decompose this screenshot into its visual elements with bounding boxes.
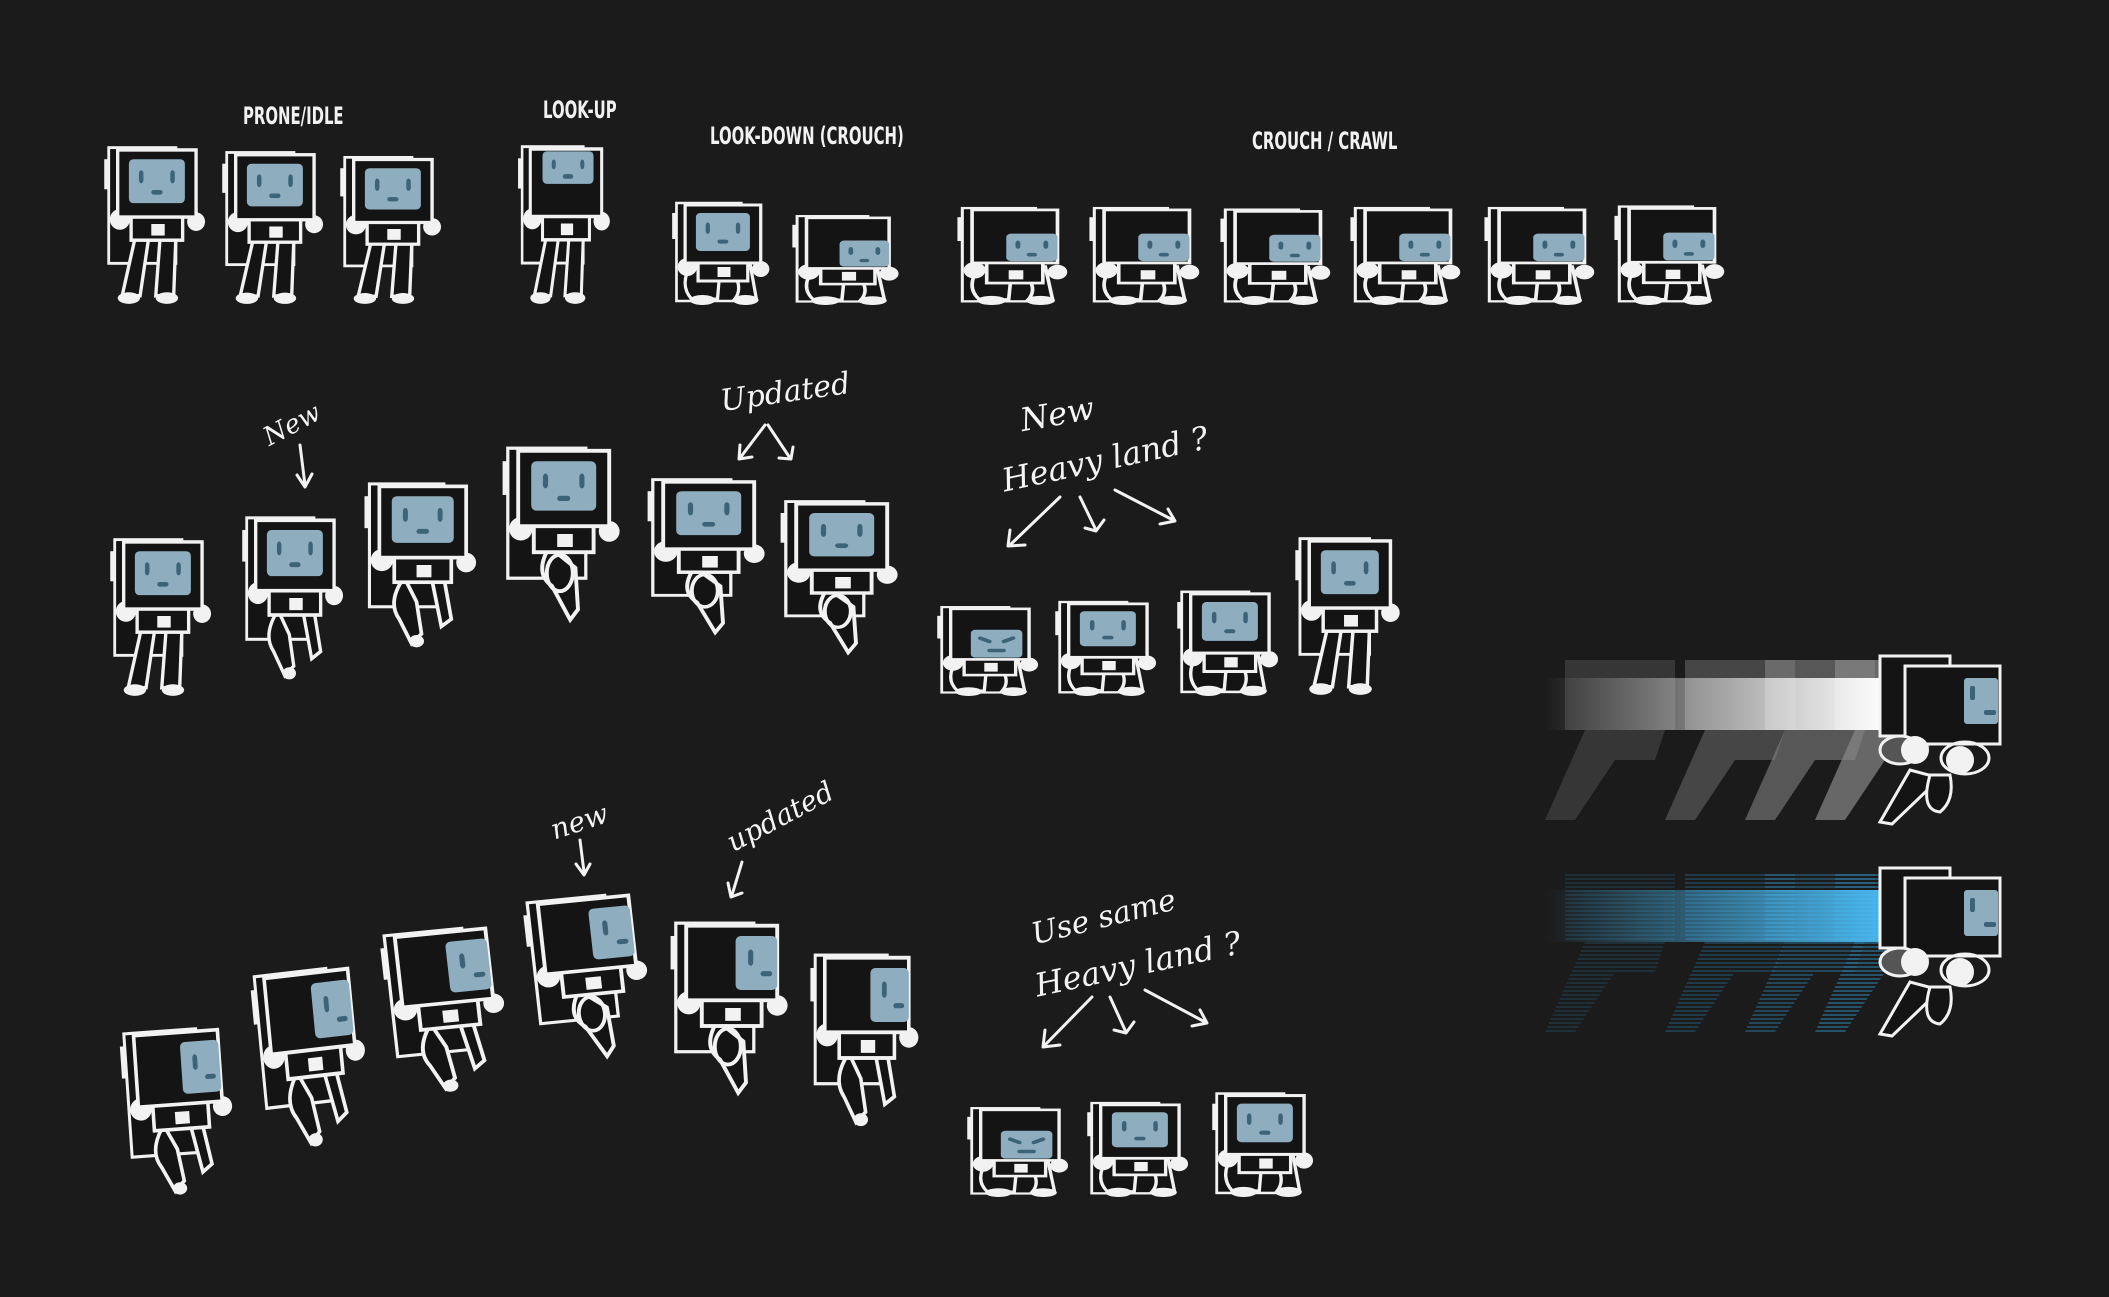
robot-character-icon [119,1027,233,1195]
row2-sprite-6 [778,497,908,657]
row1-sprite-9 [1218,179,1340,305]
row3-sprite-8 [1085,1068,1197,1197]
row1-sprite-3 [338,153,450,305]
row1-sprite-7 [955,177,1077,305]
row2-sprite-5 [645,475,775,637]
row3-sprite-9 [1210,1055,1322,1197]
robot-character-icon [1212,1092,1314,1197]
row2-sprite-7 [935,574,1047,696]
row1-sprite-5 [670,165,778,305]
robot-character-icon [518,145,610,304]
robot-character-icon [670,921,788,1097]
row2-sprite-4 [500,443,630,625]
robot-character-icon [1484,206,1595,305]
robot-character-icon [340,155,442,304]
header-crouch-crawl: CROUCH / CRAWL [1252,127,1398,155]
robot-character-icon [647,478,765,636]
row3-sprite-7 [965,1075,1077,1197]
row1-sprite-1 [102,143,214,305]
robot-character-icon [222,151,324,304]
row2-sprite-3 [362,479,486,651]
dash-effect-gray [1525,650,2025,834]
robot-character-icon [364,482,477,648]
robot-character-icon [1220,208,1331,305]
robot-character-icon [242,516,344,680]
robot-character-icon [1177,590,1279,696]
row3-sprite-2 [250,965,375,1150]
robot-character-icon [380,926,505,1092]
robot-character-icon [502,446,620,624]
row3-sprite-4 [523,892,658,1062]
robot-character-icon [1087,1101,1189,1197]
robot-character-icon [792,215,899,305]
dash-effect-blue [1525,862,2025,1046]
row1-sprite-12 [1612,175,1734,305]
robot-character-icon [780,500,898,656]
robot-character-icon [104,146,206,304]
row3-sprite-1 [119,1025,242,1198]
header-look-down-crouch: LOOK-DOWN (CROUCH) [710,122,904,150]
row3-sprite-6 [808,950,928,1130]
row3-sprite-5 [668,918,798,1098]
header-prone-idle: PRONE/IDLE [243,102,344,130]
robot-character-icon [1055,600,1157,696]
row1-sprite-11 [1482,177,1604,305]
robot-character-icon [523,893,648,1060]
row2-sprite-10 [1293,534,1409,696]
row2-sprite-2 [240,513,352,683]
row3-sprite-3 [380,925,515,1095]
header-look-up: LOOK-UP [543,96,617,124]
robot-character-icon [1350,206,1461,305]
row2-sprite-9 [1175,553,1287,696]
robot-character-icon [250,966,365,1147]
row1-sprite-2 [220,148,332,305]
robot-character-icon [110,538,212,696]
row1-sprite-6 [790,183,908,305]
row1-sprite-10 [1348,177,1470,305]
robot-character-icon [967,1107,1069,1197]
row2-sprite-1 [108,535,220,697]
row1-sprite-8 [1087,177,1209,305]
robot-character-icon [1089,206,1200,305]
robot-character-icon [937,606,1039,696]
robot-character-icon [672,201,770,305]
row1-sprite-4 [516,142,618,305]
robot-character-icon [957,206,1068,305]
robot-character-icon [810,953,919,1127]
robot-character-icon [1295,537,1400,695]
row2-sprite-8 [1053,567,1165,696]
robot-character-icon [1614,205,1725,305]
